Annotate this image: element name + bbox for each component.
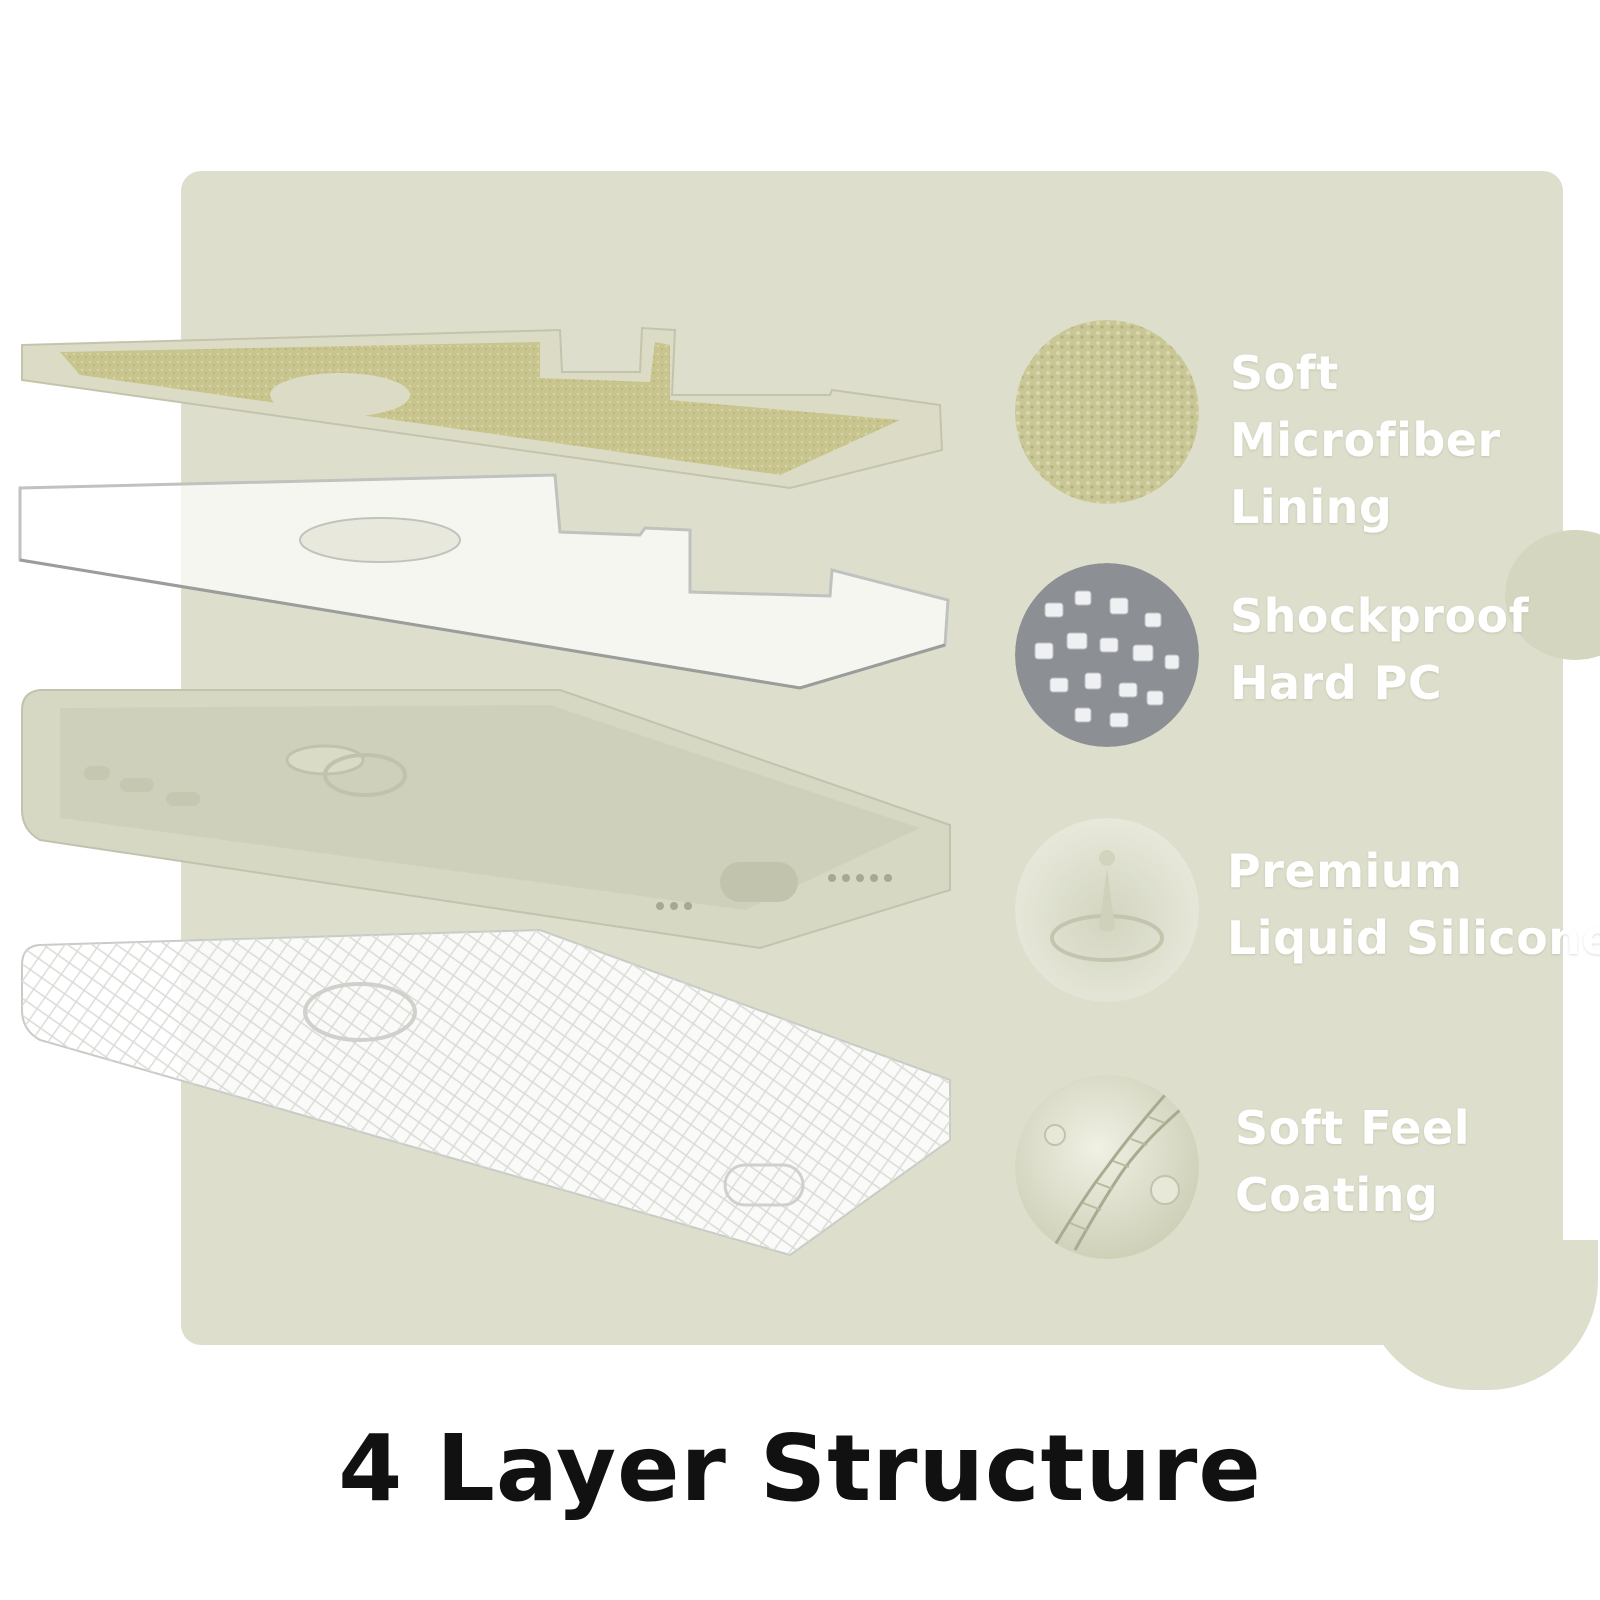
layer-microfiber-lining <box>21 326 944 490</box>
feature-liquid-silicone: Premium Liquid Silicone <box>1015 818 1600 1008</box>
feature-soft-feel-coating: Soft Feel Coating <box>1015 1075 1575 1265</box>
layer-liquid-silicone <box>21 689 951 950</box>
dna-molecule-icon <box>1015 1075 1199 1259</box>
feature-label-microfiber: Soft Microfiber Lining <box>1230 346 1501 534</box>
layer-soft-feel-coating <box>21 928 951 1257</box>
headline-title: 4 Layer Structure <box>338 1415 1262 1522</box>
feature-microfiber: Soft Microfiber Lining <box>1015 320 1575 534</box>
feature-hard-pc: Shockproof Hard PC <box>1015 563 1575 753</box>
feature-label-hard-pc: Shockproof Hard PC <box>1230 589 1530 710</box>
pc-pellets-icon <box>1015 563 1199 747</box>
feature-label-liquid-silicone: Premium Liquid Silicone <box>1227 844 1600 965</box>
layer-hard-pc <box>18 473 950 690</box>
feature-label-soft-feel-coating: Soft Feel Coating <box>1235 1101 1470 1222</box>
microfiber-texture-icon <box>1015 320 1199 504</box>
liquid-drop-icon <box>1015 818 1199 1002</box>
